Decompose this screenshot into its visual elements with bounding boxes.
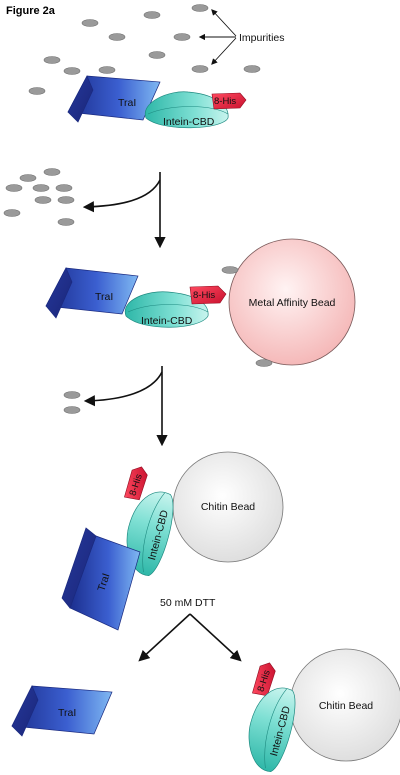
impurity-icon bbox=[191, 4, 209, 12]
intein-cbd-label: Intein-CBD bbox=[163, 116, 215, 128]
metal-affinity-bead: Metal Affinity Bead bbox=[228, 238, 356, 366]
intein-cbd: Intein-CBD bbox=[144, 91, 229, 129]
impurity-group-bead bbox=[221, 266, 273, 367]
trai-label: TraI bbox=[58, 707, 76, 719]
impurity-icon bbox=[191, 65, 209, 73]
impurity-icon bbox=[19, 174, 37, 182]
his-tag: 8-His bbox=[124, 466, 148, 501]
chitin-bead-label: Chitin Bead bbox=[319, 700, 373, 712]
his-tag-label: 8-His bbox=[214, 96, 236, 107]
chitin-bead-2: Chitin Bead bbox=[289, 648, 400, 762]
impurity-icon bbox=[143, 11, 161, 19]
his-tag: 8-His bbox=[211, 92, 247, 110]
impurity-icon bbox=[81, 19, 99, 27]
impurity-group-removed-2 bbox=[63, 391, 81, 414]
dtt-label: 50 mM DTT bbox=[160, 597, 216, 609]
separation-arrow-2 bbox=[83, 366, 168, 447]
impurity-icon bbox=[5, 184, 23, 192]
fusion-protein-1: TraI Intein-CBD 8-His bbox=[67, 75, 247, 129]
impurity-icon bbox=[57, 218, 75, 226]
intein-cbd-label: Intein-CBD bbox=[141, 315, 193, 327]
impurity-icon bbox=[255, 359, 273, 367]
figure-title: Figure 2a bbox=[6, 5, 56, 17]
cleavage-arrows bbox=[138, 613, 242, 662]
trai-label: TraI bbox=[118, 97, 136, 109]
chitin-bead-label: Chitin Bead bbox=[201, 501, 255, 513]
chitin-bead-1: Chitin Bead bbox=[172, 451, 284, 563]
impurity-group-top bbox=[28, 4, 261, 95]
impurity-icon bbox=[32, 184, 50, 192]
impurity-icon bbox=[57, 196, 75, 204]
impurities-callout bbox=[198, 9, 237, 65]
impurity-icon bbox=[108, 33, 126, 41]
trai-label: TraI bbox=[95, 572, 112, 593]
impurity-icon bbox=[63, 67, 81, 75]
trai-label: TraI bbox=[95, 291, 113, 303]
intein-cbd: Intein-CBD bbox=[248, 687, 296, 773]
trai-protein-free: TraI bbox=[11, 685, 113, 737]
fusion-protein-2: TraI Intein-CBD 8-His bbox=[45, 267, 227, 328]
trai-protein: TraI bbox=[61, 527, 141, 631]
his-tag-label: 8-His bbox=[193, 290, 215, 301]
impurity-icon bbox=[43, 56, 61, 64]
trai-protein: TraI bbox=[67, 75, 161, 123]
fusion-protein-3: 8-His Intein-CBD TraI bbox=[61, 466, 174, 631]
separation-arrow-1 bbox=[82, 172, 166, 249]
impurity-icon bbox=[43, 168, 61, 176]
impurities-label: Impurities bbox=[239, 32, 285, 44]
his-tag: 8-His bbox=[252, 662, 276, 697]
metal-bead-label: Metal Affinity Bead bbox=[249, 297, 336, 309]
impurity-icon bbox=[98, 66, 116, 74]
impurity-icon bbox=[55, 184, 73, 192]
impurity-icon bbox=[3, 209, 21, 217]
impurity-icon bbox=[63, 406, 81, 414]
impurity-icon bbox=[148, 51, 166, 59]
impurity-icon bbox=[221, 266, 239, 274]
impurity-icon bbox=[63, 391, 81, 399]
impurity-icon bbox=[243, 65, 261, 73]
impurity-icon bbox=[34, 196, 52, 204]
bound-intein-cbd: 8-His Intein-CBD bbox=[248, 662, 296, 773]
impurity-icon bbox=[28, 87, 46, 95]
impurity-icon bbox=[173, 33, 191, 41]
trai-protein: TraI bbox=[45, 267, 139, 319]
impurity-group-removed-1 bbox=[3, 168, 75, 226]
his-tag: 8-His bbox=[189, 285, 227, 305]
